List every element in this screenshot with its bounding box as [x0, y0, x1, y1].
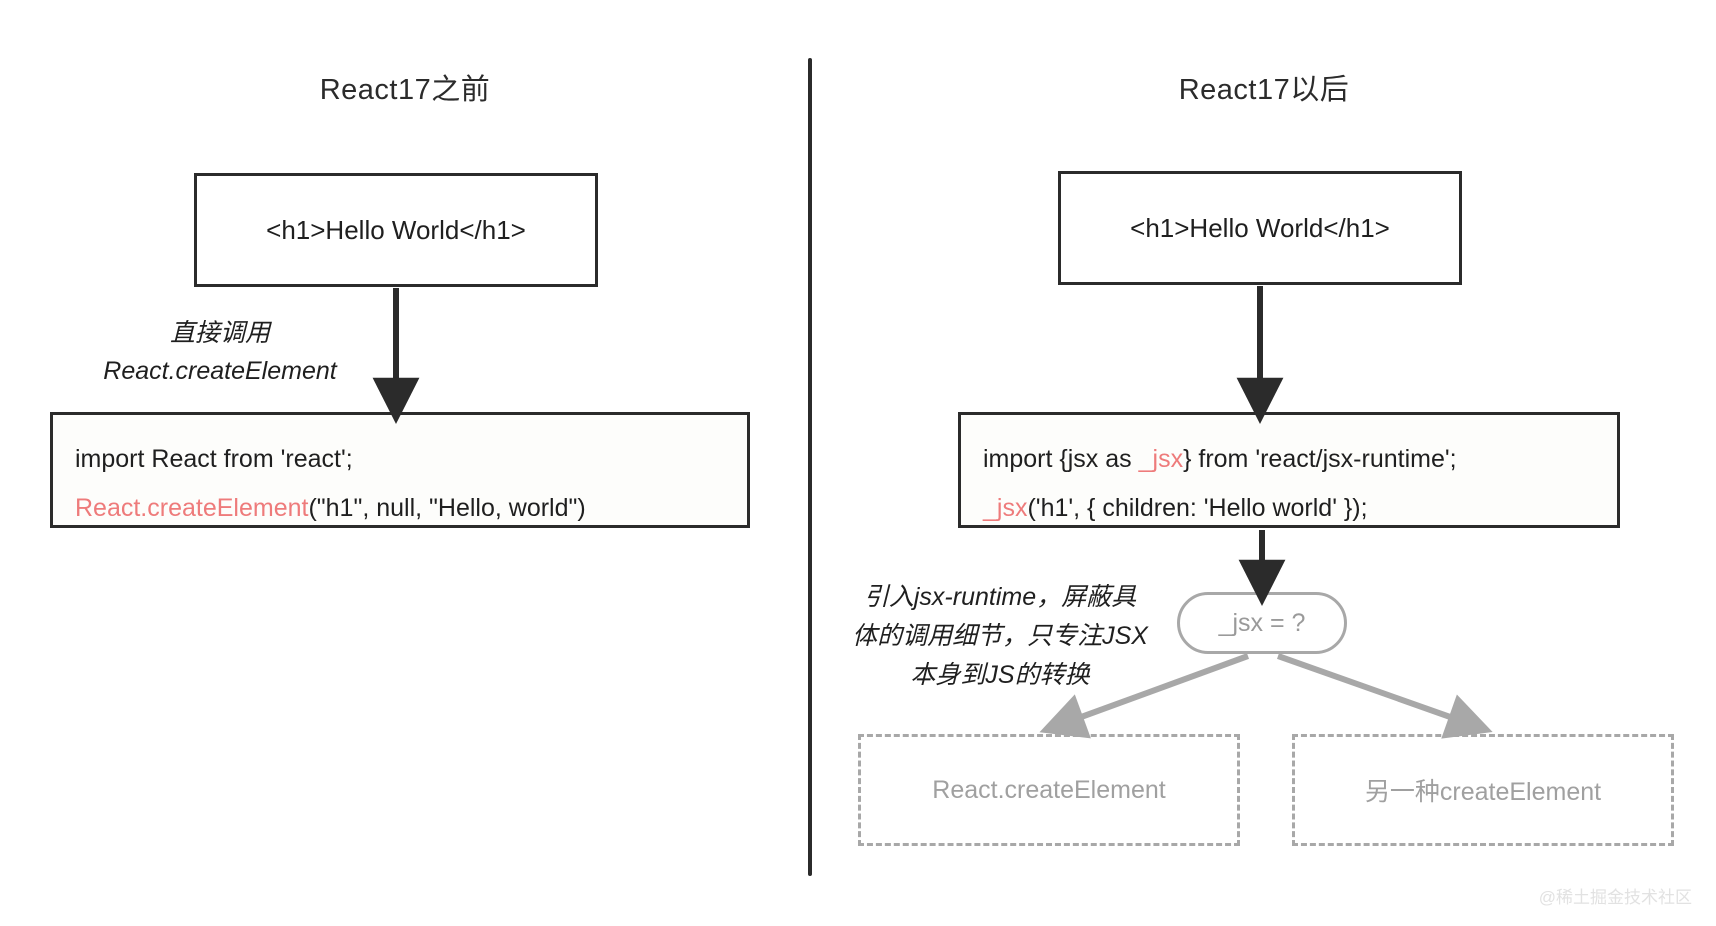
annotation-right-line1: 引入jsx-runtime，屏蔽具: [863, 583, 1137, 611]
code-right-line1-post: } from 'react/jsx-runtime';: [1183, 445, 1457, 473]
code-box-left: import React from 'react'; React.createE…: [50, 412, 750, 528]
jsx-source-text-right: <h1>Hello World</h1>: [1130, 212, 1390, 243]
watermark: @稀土掘金技术社区: [1538, 888, 1692, 907]
annotation-right-line2: 体的调用细节，只专注JSX: [852, 621, 1148, 650]
annotation-left: 直接调用 React.createElement: [60, 315, 380, 390]
jsx-question-node-label: _jsx = ?: [1218, 608, 1306, 637]
code-right-line1: import {jsx as _jsx} from 'react/jsx-run…: [983, 435, 1595, 484]
code-right-line2: _jsx('h1', { children: 'Hello world' });: [983, 484, 1595, 533]
option-box-alternative-createelement: 另一种createElement: [1292, 734, 1674, 846]
option-box-react-createelement: React.createElement: [858, 734, 1240, 846]
jsx-source-box-left: <h1>Hello World</h1>: [194, 173, 598, 287]
code-left-line2-rest: ("h1", null, "Hello, world"): [308, 493, 586, 522]
jsx-source-box-right: <h1>Hello World</h1>: [1058, 171, 1462, 285]
vertical-divider: [808, 58, 812, 876]
code-right-token-jsx-import: _jsx: [1138, 445, 1184, 473]
arrow-node-to-option-right: [1276, 653, 1493, 739]
option-box-label-1: 另一种createElement: [1364, 778, 1602, 806]
code-left-line1: import React from 'react';: [75, 445, 353, 473]
code-right-token-jsx-call: _jsx: [983, 493, 1028, 522]
code-left-line2: React.createElement("h1", null, "Hello, …: [75, 484, 725, 533]
annotation-left-line1: 直接调用: [169, 319, 270, 347]
code-right-line1-pre: import {jsx as: [983, 445, 1139, 473]
annotation-right-line3: 本身到JS的转换: [910, 660, 1090, 689]
code-right-line2-rest: ('h1', { children: 'Hello world' });: [1027, 493, 1368, 522]
panel-title-left: React17之前: [319, 74, 491, 106]
code-box-right: import {jsx as _jsx} from 'react/jsx-run…: [958, 412, 1620, 528]
code-left-token-createelement: React.createElement: [75, 493, 309, 522]
annotation-left-line2: React.createElement: [103, 356, 337, 385]
panel-title-right: React17以后: [1178, 74, 1350, 106]
jsx-source-text-left: <h1>Hello World</h1>: [266, 214, 526, 245]
annotation-right: 引入jsx-runtime，屏蔽具 体的调用细节，只专注JSX 本身到JS的转换: [835, 578, 1165, 694]
jsx-question-node: _jsx = ?: [1177, 592, 1347, 654]
option-box-label-0: React.createElement: [932, 775, 1166, 804]
